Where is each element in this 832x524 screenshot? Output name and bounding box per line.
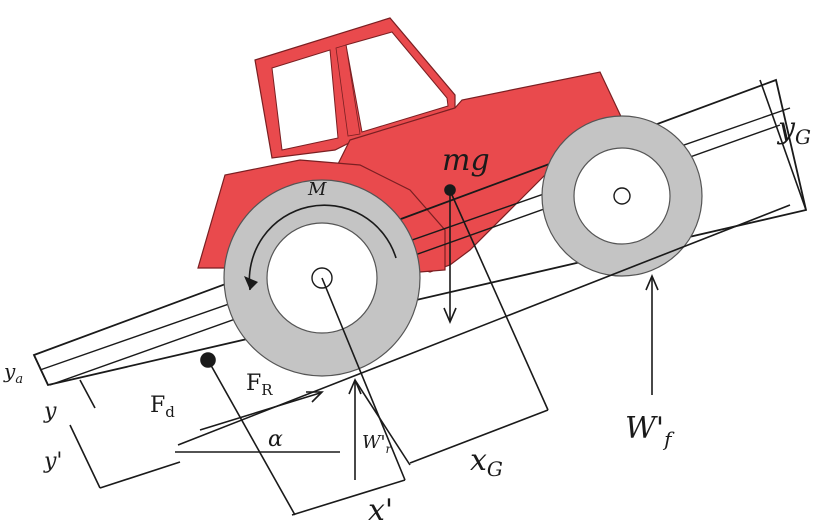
- moment-arrowhead: [244, 276, 258, 290]
- label-y: y: [43, 399, 57, 424]
- label-moment: M: [307, 179, 327, 200]
- xg-perp-1: [451, 194, 549, 411]
- label-x-prime: x': [368, 493, 393, 524]
- label-wr: W'r: [362, 432, 392, 456]
- label-yg: yG: [776, 111, 811, 149]
- forces: [33, 79, 807, 516]
- ya-tick: [33, 354, 49, 386]
- label-alpha: α: [268, 427, 283, 452]
- xprime-dim-line: [291, 479, 406, 516]
- cab-window-right: [345, 31, 449, 133]
- center-of-gravity: [444, 184, 456, 196]
- label-fd: Fd: [150, 393, 175, 421]
- label-fr: FR: [246, 371, 273, 399]
- tractor-body: [197, 17, 626, 273]
- label-xg: xG: [470, 443, 503, 481]
- moment-arc: [248, 204, 397, 291]
- y-dim: [79, 379, 96, 409]
- drawbar-line: [207, 359, 296, 516]
- label-y-prime: y': [43, 449, 62, 474]
- label-ya: ya: [3, 359, 23, 387]
- label-mg: mg: [442, 143, 490, 178]
- front-wheel: [541, 115, 703, 277]
- xprime-perp: [321, 277, 406, 481]
- mg-arrowhead: [443, 307, 457, 325]
- labels: mg M yG ya y y' Fd FR α W'r xG x' W'f: [3, 111, 811, 524]
- front-hub: [613, 187, 631, 205]
- cab-pillar: [335, 44, 361, 137]
- wf-arrowhead: [645, 273, 659, 291]
- yg-line: [759, 79, 807, 211]
- xg-dim-line: [409, 409, 549, 464]
- yprime-dim: [69, 424, 101, 489]
- label-wf: W'f: [625, 411, 675, 451]
- fr-arrowhead: [306, 391, 324, 403]
- cab-window-left: [271, 49, 339, 151]
- xg-perp-2: [354, 379, 411, 466]
- fr-arrow-line: [199, 392, 321, 431]
- yprime-base: [99, 461, 181, 489]
